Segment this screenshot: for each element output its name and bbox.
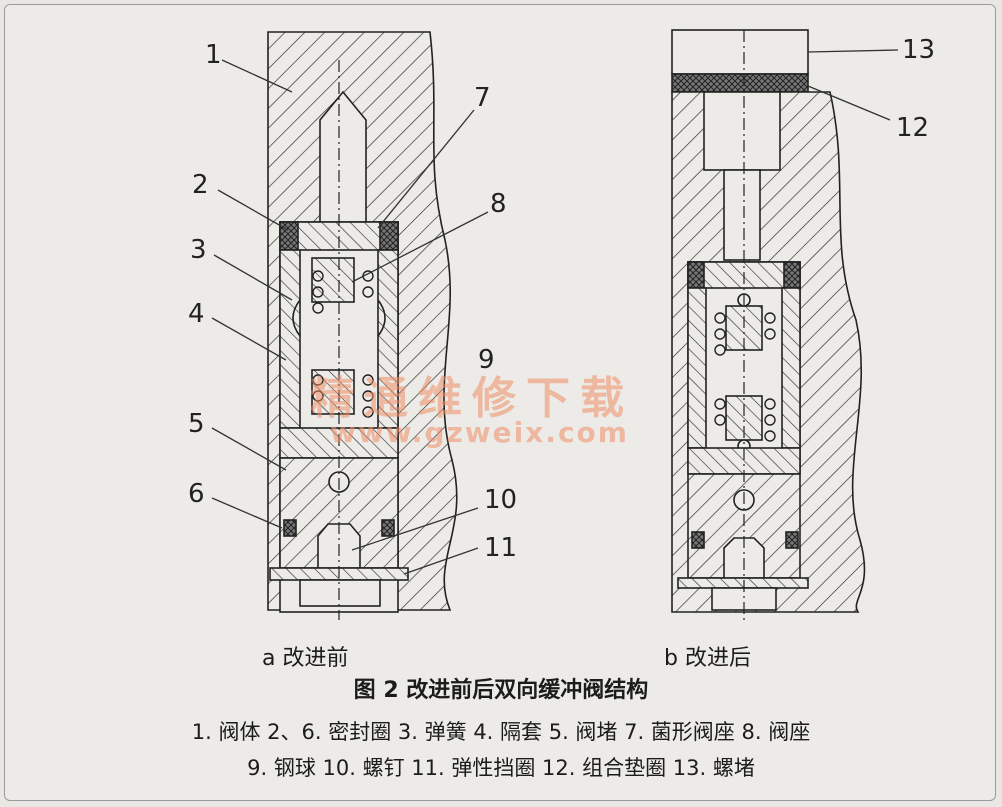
label-4: 4 (188, 299, 205, 329)
label-12: 12 (896, 113, 929, 143)
label-13: 13 (902, 35, 935, 65)
label-2: 2 (192, 170, 209, 200)
leader-lines (211, 49, 899, 575)
subcaption-b: b 改进后 (664, 646, 751, 671)
label-3: 3 (190, 235, 207, 265)
diagram-a (267, 31, 458, 620)
legend-line-2: 9. 钢球 10. 螺钉 11. 弹性挡圈 12. 组合垫圈 13. 螺堵 (247, 756, 755, 780)
part-labels: 1 2 3 4 5 6 7 8 9 10 11 13 12 (188, 35, 935, 563)
subcaption-a: a 改进前 (262, 646, 349, 671)
label-9: 9 (478, 345, 495, 375)
label-11: 11 (484, 533, 517, 563)
label-5: 5 (188, 409, 205, 439)
label-7: 7 (474, 83, 491, 113)
legend-line-1: 1. 阀体 2、6. 密封圈 3. 弹簧 4. 隔套 5. 阀堵 7. 菌形阀座… (191, 720, 811, 744)
label-8: 8 (490, 189, 507, 219)
diagram-b (671, 29, 866, 620)
label-6: 6 (188, 479, 205, 509)
watermark-url: www.gzweix.com (330, 416, 629, 449)
label-10: 10 (484, 485, 517, 515)
watermark-text: 精通维修下载 (310, 373, 634, 424)
figure-title: 图 2 改进前后双向缓冲阀结构 (353, 678, 649, 703)
label-1: 1 (205, 40, 222, 70)
